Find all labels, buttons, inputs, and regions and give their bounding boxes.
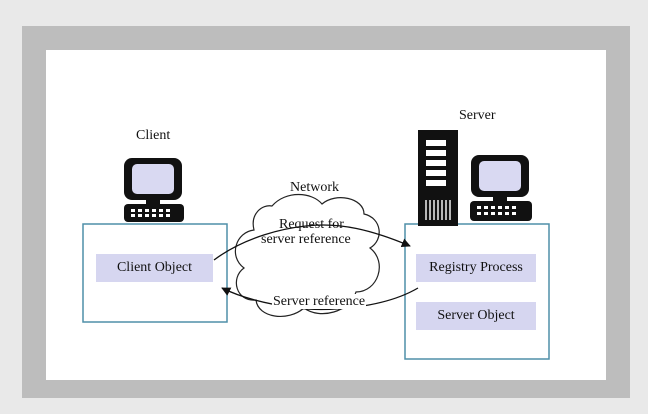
network-cloud-icon [234,193,380,317]
request-arrow [213,224,411,261]
client-computer-icon [124,158,184,222]
server-computer-icon [470,155,532,221]
server-label: Server [459,108,496,123]
client-label: Client [136,128,171,143]
response-label: Server reference [272,294,367,310]
client-box [82,223,228,323]
server-box [404,223,550,360]
client-object-label: Client Object [96,254,213,282]
request-label-line1: Request for [279,217,344,232]
server-object-label: Server Object [416,302,536,330]
registry-process-label: Registry Process [416,254,536,282]
network-label: Network [290,180,339,195]
server-tower-icon [418,130,458,226]
request-label-line2: server reference [261,232,351,247]
